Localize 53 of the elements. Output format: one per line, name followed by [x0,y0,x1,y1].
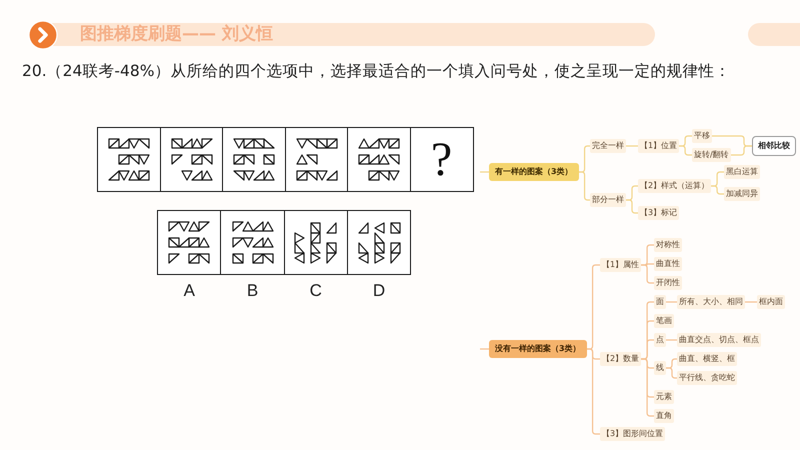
connector-line [626,199,638,214]
connector-line [730,145,752,156]
branch-topic: 旋转/翻转 [692,148,731,162]
branch-topic: 完全一样 [590,139,626,153]
option-letter: D [372,281,386,301]
branch-topic: 【1】位置 [638,139,680,153]
branch-topic: 开闭性 [654,276,682,290]
branch-topic: 【3】标记 [638,206,680,220]
connector-line [679,145,692,156]
branch-topic: 加减同异 [724,187,760,201]
branch-topic: 直角 [654,409,674,423]
branch-topic: 平行线、贪吃蛇 [677,371,737,385]
question-text: 20.（24联考-48%）从所给的四个选项中，选择最适合的一个填入问号处，使之呈现一定的规律性： [22,61,730,81]
connector-line [586,348,600,435]
summary-topic: 相邻比较 [752,136,796,156]
branch-topic: 部分一样 [590,193,626,207]
branch-topic: 笔画 [654,314,674,328]
branch-topic: 曲直性 [654,257,682,271]
branch-topic: 平移 [692,129,712,143]
branch-topic: 点 [654,333,666,347]
branch-topic: 曲直交点、切点、框点 [677,333,761,347]
branch-topic: 框内面 [757,295,785,309]
connector-line [641,358,654,417]
option-letter: A [182,281,196,301]
connector-line [711,185,724,195]
connector-line [666,301,677,303]
root-topic: 没有一样的图案（3类） [489,340,587,358]
connector-line [666,339,677,341]
branch-topic: 黑白运算 [724,165,760,179]
figure-panel [97,127,161,192]
figure-panel [160,127,224,192]
branch-topic: 元素 [654,390,674,404]
branch-topic: 对称性 [654,238,682,252]
branch-topic: 【1】属性 [600,258,642,272]
figure-panel [222,127,286,192]
branch-topic: 【2】样式（运算） [638,179,712,193]
connector-line [666,367,677,379]
connector-line [641,264,654,284]
option-letter: C [308,281,323,301]
branch-topic: 【3】图形间位置 [600,427,666,441]
header-title: 图推梯度刷题—— 刘义恒 [80,23,273,46]
branch-topic: 线 [654,361,666,375]
figure-panel [284,127,348,192]
root-topic: 有一样的图案（3类） [489,163,579,181]
branch-topic: 所有、大小、相同 [677,295,745,309]
branch-topic: 【2】数量 [600,352,642,366]
figure-panel [347,127,411,192]
branch-topic: 面 [654,295,666,309]
branch-topic: 曲直、横竖、框 [677,352,737,366]
connector-line [745,301,757,303]
question-panel: ? [410,127,474,192]
connector-line [626,145,638,147]
option-letter: B [246,281,260,301]
